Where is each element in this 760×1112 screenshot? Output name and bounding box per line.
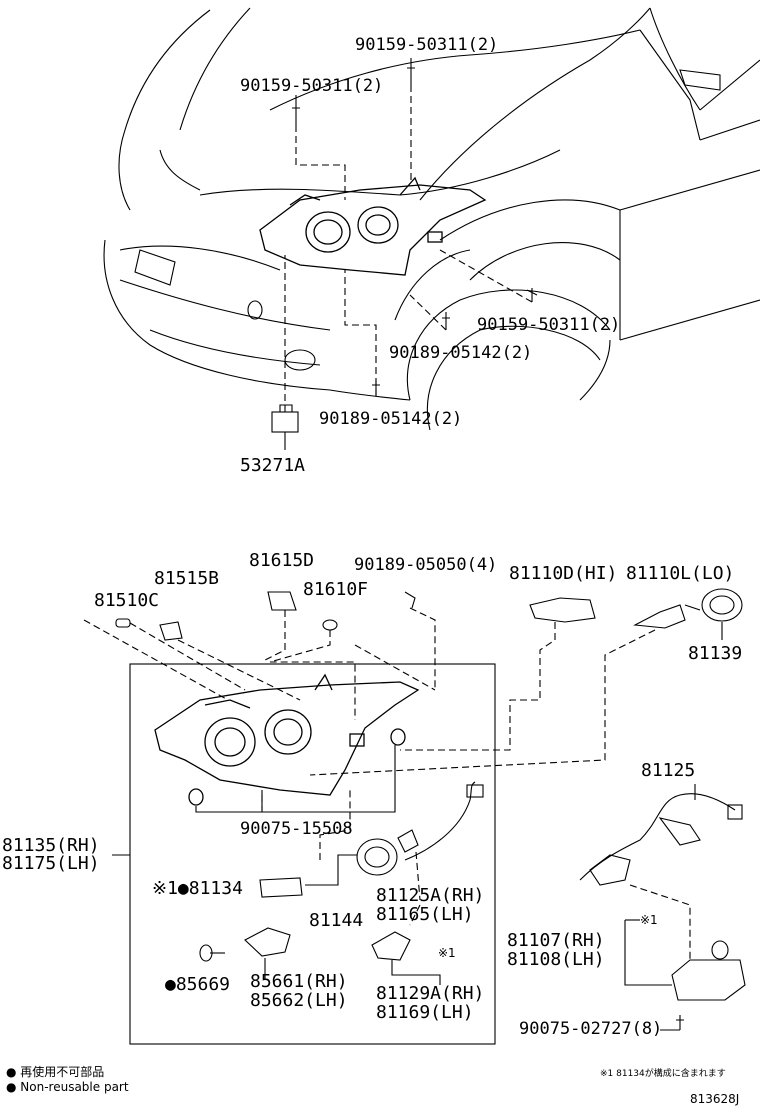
part-label-53271a: 53271A xyxy=(240,455,306,476)
part-label-90189-05142-b: 90189-05142(2) xyxy=(319,409,463,429)
part-label-81610f: 81610F xyxy=(303,579,369,600)
part-label-85662-lh: 85662(LH) xyxy=(250,990,348,1011)
part-label-90159-50311-a: 90159-50311(2) xyxy=(355,35,499,55)
top-leader-lines xyxy=(284,85,533,412)
part-label-85661-rh: 85661(RH) xyxy=(250,971,348,992)
part-label-81125a-rh: 81125A(RH) xyxy=(376,885,485,906)
diagram-code: 813628J xyxy=(690,1092,740,1106)
part-label-81144: 81144 xyxy=(309,910,364,931)
part-label-81165-lh: 81165(LH) xyxy=(376,904,474,925)
part-label-85669: ●85669 xyxy=(165,974,231,995)
part-label-81108-lh: 81108(LH) xyxy=(507,949,605,970)
bottom-leader-lines xyxy=(83,607,691,960)
part-label-81125: 81125 xyxy=(641,760,696,781)
part-label-81129a-rh: 81129A(RH) xyxy=(376,983,485,1004)
part-label-90189-05050: 90189-05050(4) xyxy=(354,555,498,575)
part-label-90189-05142-a: 90189-05142(2) xyxy=(389,343,533,363)
part-label-81107-rh: 81107(RH) xyxy=(507,930,605,951)
part-label-81110d: 81110D(HI) xyxy=(509,563,618,584)
part-label-81510c: 81510C xyxy=(94,590,160,611)
top-headlamp xyxy=(259,176,487,276)
part-label-90075-15508: 90075-15508 xyxy=(240,819,353,839)
part-label-81175-lh: 81175(LH) xyxy=(2,853,100,874)
note-mark-1b: ※1 xyxy=(640,913,658,927)
legend-en: ● Non-reusable part xyxy=(6,1080,129,1094)
part-label-81110l: 81110L(LO) xyxy=(626,563,735,584)
part-label-90075-02727: 90075-02727(8) xyxy=(519,1019,663,1039)
part-label-81135-rh: 81135(RH) xyxy=(2,835,100,856)
bottom-headlamp xyxy=(154,673,420,806)
part-label-90159-50311-b: 90159-50311(2) xyxy=(240,76,384,96)
part-label-81134: ※1●81134 xyxy=(152,878,243,899)
part-label-81615d: 81615D xyxy=(249,550,315,571)
part-label-81139: 81139 xyxy=(688,643,743,664)
legend-jp: ● 再使用不可部品 xyxy=(6,1065,105,1079)
car-body-outline xyxy=(103,7,760,431)
part-label-81515b: 81515B xyxy=(154,568,220,589)
note-mark-1a: ※1 xyxy=(438,946,456,960)
legend-note: ※1 81134が構成に含まれます xyxy=(600,1069,726,1079)
wire-harness-81125 xyxy=(579,793,743,886)
bulb-sockets xyxy=(115,588,743,962)
part-label-90159-50311-c: 90159-50311(2) xyxy=(477,315,621,335)
fastener-icons xyxy=(271,67,538,433)
assembly-box xyxy=(129,663,496,1045)
ballast-81107 xyxy=(671,940,746,1030)
part-label-81169-lh: 81169(LH) xyxy=(376,1002,474,1023)
